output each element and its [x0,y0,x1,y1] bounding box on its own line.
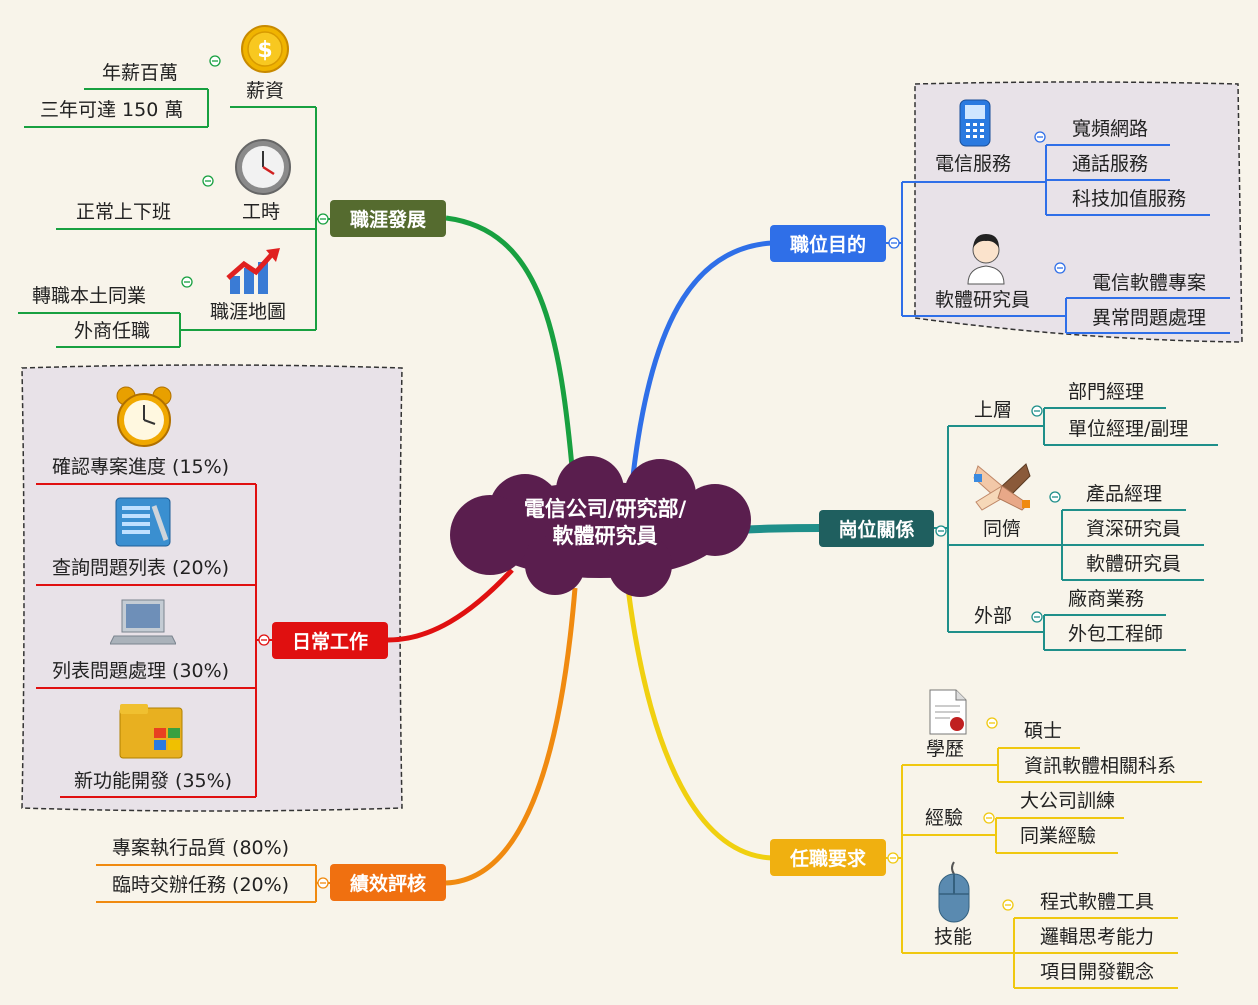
career-map-label[interactable]: 職涯地圖 [210,301,287,323]
experience-label[interactable]: 經驗 [925,807,964,829]
career-topic[interactable]: 職涯發展 [330,200,446,237]
person-icon [967,234,1005,285]
salary-label[interactable]: 薪資 [246,80,285,102]
chart-arrow-icon [226,248,280,294]
daily-item-3[interactable]: 列表問題處理 (30%) [52,660,230,682]
requirement-topic[interactable]: 任職要求 [770,839,886,876]
career-map-item-2[interactable]: 外商任職 [74,320,151,342]
hours-label[interactable]: 工時 [242,201,281,223]
daily-work-topic[interactable]: 日常工作 [272,622,388,659]
daily-item-4[interactable]: 新功能開發 (35%) [74,770,233,792]
mobile-phone-icon [959,99,991,147]
computer-mouse-icon [938,861,970,923]
clock-icon [235,139,291,195]
upper-item-2[interactable]: 單位經理/副理 [1068,418,1189,440]
upper-label[interactable]: 上層 [974,399,1013,421]
upper-item-1[interactable]: 部門經理 [1068,381,1145,403]
central-topic-line1: 電信公司/研究部/ [523,497,687,521]
telecom-item-3[interactable]: 科技加值服務 [1072,188,1187,210]
engineer-label[interactable]: 軟體研究員 [935,289,1031,311]
education-item-2[interactable]: 資訊軟體相關科系 [1024,755,1177,777]
engineer-item-1[interactable]: 電信軟體專案 [1092,272,1207,294]
alarm-clock-icon [116,386,172,447]
experience-item-1[interactable]: 大公司訓練 [1020,790,1116,812]
salary-item-2[interactable]: 三年可達 150 萬 [40,99,184,121]
hands-together-icon [973,463,1031,511]
skill-item-1[interactable]: 程式軟體工具 [1040,891,1155,913]
skill-item-2[interactable]: 邏輯思考能力 [1040,926,1155,948]
laptop-icon [110,599,176,645]
perf-item-1[interactable]: 專案執行品質 (80%) [112,837,290,859]
skill-label[interactable]: 技能 [934,926,973,948]
svg-text:$: $ [257,38,272,63]
daily-item-2[interactable]: 查詢問題列表 (20%) [52,557,230,579]
experience-item-2[interactable]: 同業經驗 [1020,825,1097,847]
peer-item-2[interactable]: 資深研究員 [1086,518,1182,540]
telecom-item-2[interactable]: 通話服務 [1072,153,1149,175]
career-map-item-1[interactable]: 轉職本土同業 [32,285,147,307]
education-label[interactable]: 學歷 [926,738,965,760]
certificate-icon [929,689,967,735]
external-item-1[interactable]: 廠商業務 [1068,588,1145,610]
salary-item-1[interactable]: 年薪百萬 [102,62,179,84]
central-topic[interactable]: 電信公司/研究部/ 軟體研究員 [505,496,705,550]
coin-icon: $ [241,25,289,73]
external-label[interactable]: 外部 [974,605,1013,627]
central-cloud [450,456,751,597]
performance-topic[interactable]: 績效評核 [330,864,446,901]
education-item-1[interactable]: 碩士 [1024,720,1063,742]
relation-topic[interactable]: 崗位關係 [819,510,934,547]
daily-item-1[interactable]: 確認專案進度 (15%) [52,456,230,478]
perf-item-2[interactable]: 臨時交辦任務 (20%) [112,874,290,896]
purpose-topic[interactable]: 職位目的 [770,225,886,262]
telecom-item-1[interactable]: 寬頻網路 [1072,118,1149,140]
peer-item-3[interactable]: 軟體研究員 [1086,553,1182,575]
central-topic-line2: 軟體研究員 [552,524,658,548]
settings-panel-icon [115,497,171,547]
hours-item-1[interactable]: 正常上下班 [76,201,172,223]
windows-folder-icon [119,704,183,759]
external-item-2[interactable]: 外包工程師 [1068,623,1164,645]
skill-item-3[interactable]: 項目開發觀念 [1040,961,1155,983]
daily-group-frame [21,364,403,812]
peer-item-1[interactable]: 產品經理 [1086,483,1163,505]
telecom-label[interactable]: 電信服務 [935,153,1012,175]
engineer-item-2[interactable]: 異常問題處理 [1092,307,1207,329]
peer-label[interactable]: 同儕 [983,518,1022,540]
